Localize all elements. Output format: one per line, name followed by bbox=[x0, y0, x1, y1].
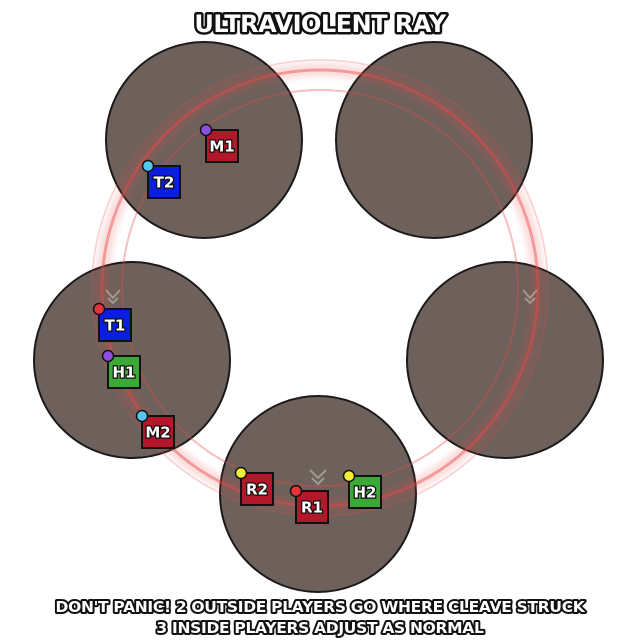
player-marker-r1: R1 bbox=[289, 484, 329, 524]
player-role-box bbox=[98, 308, 132, 342]
platform-middle-right bbox=[406, 261, 604, 459]
player-role-box bbox=[240, 472, 274, 506]
player-position-dot bbox=[92, 302, 106, 316]
player-label: R2 bbox=[246, 481, 268, 499]
player-marker-h2: H2 bbox=[342, 469, 382, 509]
player-position-dot bbox=[199, 123, 213, 137]
player-role-box bbox=[348, 475, 382, 509]
player-role-box bbox=[147, 165, 181, 199]
player-marker-m2: M2 bbox=[135, 409, 175, 449]
player-position-dot bbox=[342, 469, 356, 483]
player-role-box bbox=[295, 490, 329, 524]
player-marker-r2: R2 bbox=[234, 466, 274, 506]
player-markers: M1 T2 T1 H1 M2 R2 R1 H2 bbox=[92, 123, 382, 524]
player-role-box bbox=[141, 415, 175, 449]
page-title: ULTRAVIOLENT RAY bbox=[194, 10, 446, 38]
player-position-dot bbox=[101, 349, 115, 363]
player-position-dot bbox=[135, 409, 149, 423]
player-marker-t2: T2 bbox=[141, 159, 181, 199]
footer-line-2: 3 INSIDE PLAYERS ADJUST AS NORMAL bbox=[156, 619, 484, 637]
player-position-dot bbox=[289, 484, 303, 498]
player-role-box bbox=[107, 355, 141, 389]
ring-chevron-icons bbox=[105, 289, 538, 486]
player-label: H1 bbox=[113, 364, 136, 382]
chevron-right-icon bbox=[522, 289, 538, 305]
player-label: R1 bbox=[301, 499, 323, 517]
player-label: M2 bbox=[145, 424, 170, 442]
player-marker-m1: M1 bbox=[199, 123, 239, 163]
chevron-left-icon bbox=[105, 289, 121, 305]
player-marker-t1: T1 bbox=[92, 302, 132, 342]
player-role-box bbox=[205, 129, 239, 163]
footer-line-1: DON'T PANIC! 2 OUTSIDE PLAYERS GO WHERE … bbox=[56, 598, 586, 616]
chevron-bottom-icon bbox=[309, 469, 327, 486]
player-label: T2 bbox=[154, 174, 175, 192]
player-marker-h1: H1 bbox=[101, 349, 141, 389]
player-label: M1 bbox=[209, 138, 234, 156]
player-label: H2 bbox=[354, 484, 377, 502]
player-label: T1 bbox=[105, 317, 126, 335]
platform-top-right bbox=[335, 41, 533, 239]
player-position-dot bbox=[141, 159, 155, 173]
player-position-dot bbox=[234, 466, 248, 480]
